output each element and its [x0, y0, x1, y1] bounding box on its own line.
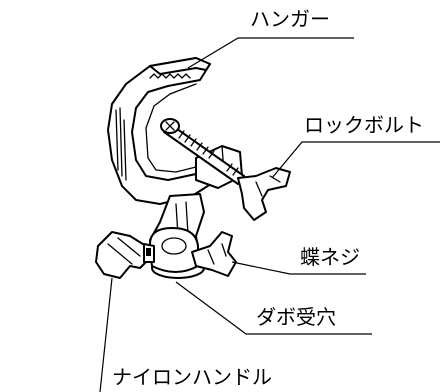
- hanger-body: [107, 57, 225, 205]
- hanger-clamp: [95, 57, 291, 279]
- label-nylon-handle: ナイロンハンドル: [112, 365, 272, 389]
- wing-screw: [191, 231, 237, 277]
- swivel-ring: [161, 237, 187, 255]
- leader-hanger: [187, 37, 354, 69]
- leader-nylon-handle: [99, 277, 113, 392]
- label-lock-bolt: ロックボルト: [304, 113, 424, 137]
- labels: ハンガー ロックボルト 蝶ネジ ダボ受穴 ナイロンハンドル: [112, 7, 424, 389]
- bolt-head-hex: [165, 121, 175, 131]
- handle-shaft-shadow: [146, 248, 151, 256]
- wing-screw-detail: [207, 243, 227, 265]
- wing-nut-detail: [255, 175, 281, 197]
- hanger-teeth: [149, 73, 191, 79]
- bolt-wing-nut: [237, 167, 291, 221]
- hanger-flange: [149, 57, 211, 75]
- label-wing-screw: 蝶ネジ: [300, 245, 360, 269]
- hanger-shading: [115, 107, 127, 181]
- hanger-inner-edge: [145, 83, 201, 173]
- leader-lines: [99, 37, 440, 392]
- label-dowel-hole: ダボ受穴: [256, 305, 336, 329]
- leader-dowel-hole: [175, 281, 372, 335]
- leader-wing-screw: [231, 261, 366, 275]
- nylon-handle-grip: [107, 237, 141, 265]
- leader-lock-bolt: [271, 141, 440, 179]
- swivel-body: [149, 227, 199, 273]
- lock-bolt: [160, 118, 291, 221]
- label-hanger: ハンガー: [250, 7, 330, 31]
- bolt-threads: [178, 130, 239, 176]
